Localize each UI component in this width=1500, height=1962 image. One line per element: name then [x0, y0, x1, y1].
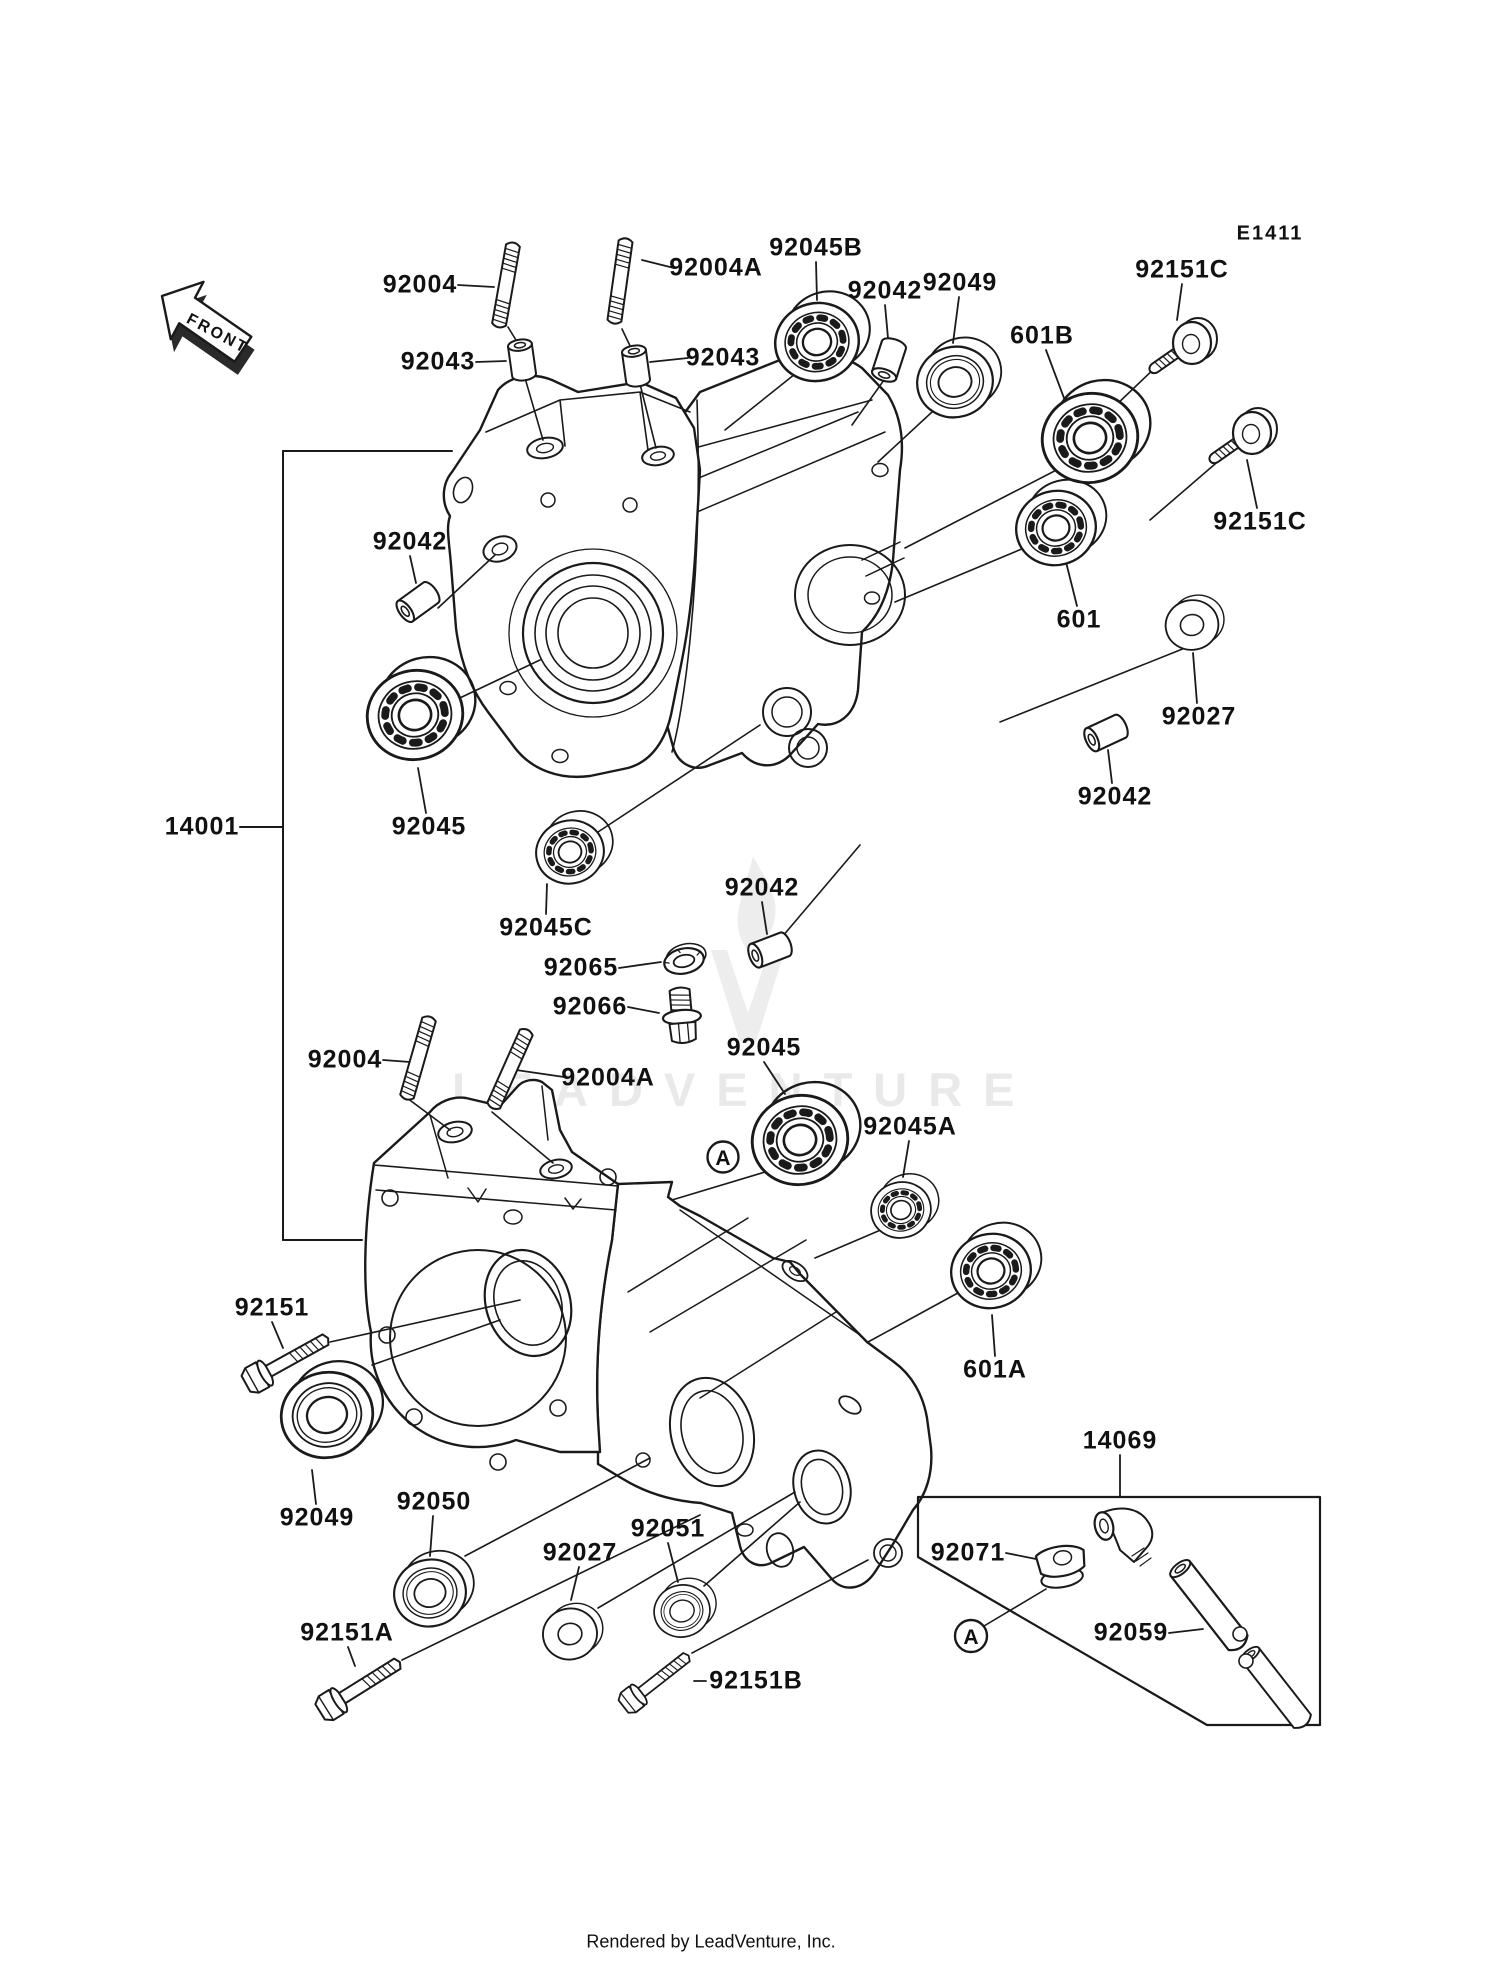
part-label-92045-upper-left: 92045	[391, 812, 467, 841]
bearing-92045a	[863, 1167, 946, 1244]
detail-marker-a-case: A	[706, 1140, 740, 1174]
breather-tube-92059	[1166, 1555, 1315, 1733]
part-label-92004-upper: 92004	[382, 270, 458, 299]
detail-marker-a-box: A	[953, 1618, 989, 1654]
washer-92065	[663, 942, 707, 976]
part-label-601b: 601B	[1010, 321, 1074, 350]
part-label-92151c-right: 92151C	[1213, 507, 1307, 536]
oil-seal-92051	[646, 1571, 725, 1645]
bolt-92066	[661, 986, 702, 1044]
breather-elbow-fitting	[1093, 1507, 1154, 1567]
bearing-92045c	[527, 803, 621, 891]
part-label-92051: 92051	[630, 1514, 706, 1543]
assembly-axis-lines	[329, 326, 1223, 1661]
svg-text:A: A	[963, 1626, 978, 1649]
part-label-92045a: 92045A	[863, 1112, 957, 1141]
collar-92042-upper	[869, 334, 909, 386]
part-label-92049-upper: 92049	[922, 268, 998, 297]
part-label-92045-lower: 92045	[726, 1033, 802, 1062]
page-code: E1411	[1236, 222, 1304, 245]
part-label-92059: 92059	[1093, 1618, 1169, 1647]
grommet-92071	[1034, 1544, 1086, 1589]
part-label-92045b: 92045B	[769, 233, 863, 262]
bearing-92045-lower	[740, 1071, 873, 1195]
crankcase-lower-left-half	[364, 1078, 620, 1471]
part-label-92004a-lower: 92004A	[561, 1063, 655, 1092]
stud-92004-upper	[490, 240, 522, 330]
collar-92043-left	[506, 337, 538, 383]
crankcase-set-bracket-14001	[239, 450, 453, 1241]
part-label-92066: 92066	[552, 992, 628, 1021]
collar-92042-left	[392, 578, 444, 626]
oil-seal-92050	[383, 1541, 485, 1636]
part-label-92050: 92050	[396, 1487, 472, 1516]
part-label-92151a: 92151A	[300, 1618, 394, 1647]
footer-caption: Rendered by LeadVenture, Inc.	[586, 1931, 836, 1952]
collar-92043-right	[620, 343, 652, 389]
screw-92151c-upper	[1146, 316, 1219, 377]
part-label-92004a-upper: 92004A	[669, 253, 763, 282]
part-label-92065: 92065	[543, 953, 619, 982]
crankcase-upper-right-half	[653, 352, 906, 769]
collar-92042-right	[1080, 711, 1132, 755]
screw-92151c-right	[1206, 406, 1279, 467]
part-label-92043-left: 92043	[400, 347, 476, 376]
part-label-92042-left: 92042	[372, 527, 448, 556]
part-label-601: 601	[1056, 605, 1102, 634]
bearing-601	[1006, 471, 1117, 574]
bolt-92151a	[311, 1649, 409, 1725]
part-label-92042-upper: 92042	[847, 276, 923, 305]
part-label-92151b: 92151B	[709, 1666, 803, 1695]
part-label-601a: 601A	[963, 1355, 1027, 1384]
part-label-92004-lower: 92004	[307, 1045, 383, 1074]
stud-92004a-upper	[606, 236, 634, 326]
part-label-92042-mid: 92042	[1077, 782, 1153, 811]
part-label-92151c-upper: 92151C	[1135, 255, 1229, 284]
bearing-601a	[941, 1214, 1052, 1317]
part-label-92042-center: 92042	[724, 873, 800, 902]
part-label-92045c: 92045C	[499, 913, 593, 942]
crankcase-upper-left-half	[442, 374, 702, 778]
svg-text:A: A	[715, 1147, 730, 1170]
part-label-92071: 92071	[930, 1538, 1006, 1567]
front-direction-arrow: FRONT	[160, 280, 255, 375]
part-label-14001: 14001	[164, 812, 240, 841]
bearing-601b	[1030, 369, 1163, 493]
part-label-92027-lower: 92027	[542, 1538, 618, 1567]
washer-92027-lower	[537, 1598, 609, 1665]
washer-92027-right	[1160, 590, 1230, 655]
part-label-92049-lower: 92049	[279, 1503, 355, 1532]
bolt-92151b	[614, 1644, 698, 1718]
part-label-92027-right: 92027	[1161, 702, 1237, 731]
part-label-92043-right: 92043	[685, 343, 761, 372]
part-label-92151: 92151	[234, 1293, 310, 1322]
part-label-14069: 14069	[1082, 1426, 1158, 1455]
stud-92004-lower	[398, 1013, 438, 1103]
oil-seal-92049-upper	[906, 327, 1013, 427]
detail-box-14069	[916, 1495, 1322, 1727]
